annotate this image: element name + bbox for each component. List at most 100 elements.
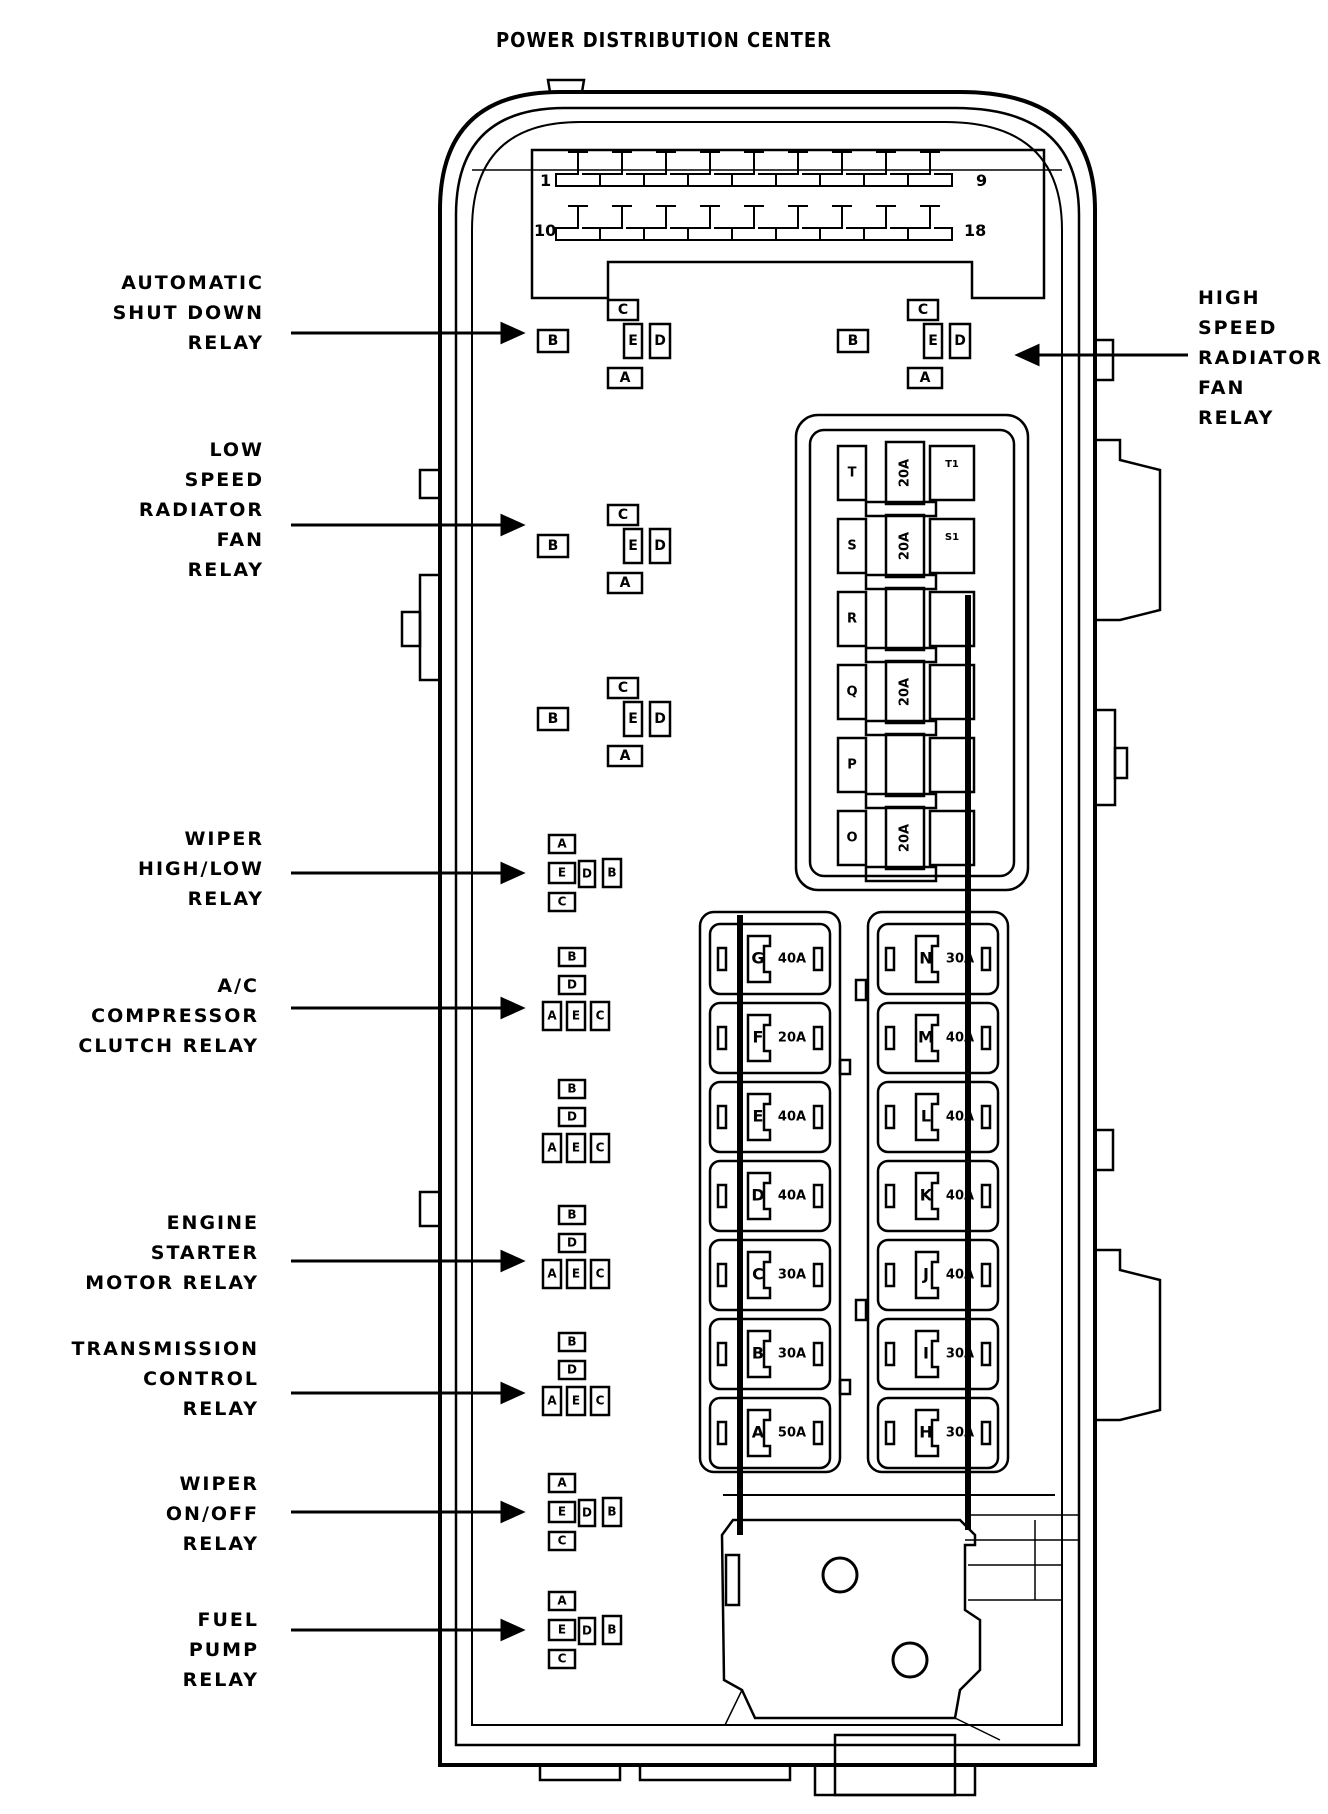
maxi-fuse-letter: N bbox=[919, 949, 932, 968]
relay-pin-e bbox=[565, 1132, 587, 1164]
maxi-fuse-rating: 40A bbox=[778, 1110, 806, 1125]
diagram-title: POWER DISTRIBUTION CENTER bbox=[495, 28, 833, 52]
relay-pin-c bbox=[589, 1258, 611, 1290]
relay-pin-b-label: B bbox=[607, 1505, 616, 1519]
maxi-fuse-clip bbox=[716, 1104, 728, 1130]
maxi-fuse-clip bbox=[812, 1104, 824, 1130]
maxi-fuse-cavity bbox=[876, 1317, 1000, 1391]
relay-pin-b bbox=[601, 1496, 623, 1528]
housing bbox=[400, 78, 1162, 1797]
mini-fuse-letter: S bbox=[847, 539, 856, 554]
relay-pin-a bbox=[541, 1000, 563, 1032]
mini-fuse-terminal bbox=[836, 444, 868, 502]
relay-pin-b-label: B bbox=[848, 333, 859, 349]
relay-pin-d-label: D bbox=[567, 1363, 577, 1377]
relay-pin-c-label: C bbox=[596, 1009, 605, 1023]
mini-fuse-rating: 20A bbox=[898, 678, 913, 706]
maxi-fuse-clip bbox=[716, 1262, 728, 1288]
relay-pin-a-label: A bbox=[920, 370, 931, 386]
maxi-fuse-slot: N 30A bbox=[876, 922, 1000, 996]
relay-pin-e-label: E bbox=[558, 1505, 566, 1519]
connector-pin bbox=[599, 151, 645, 187]
maxi-fuse-letter: H bbox=[919, 1423, 932, 1442]
mini-fuse-rating: 20A bbox=[898, 824, 913, 852]
maxi-fuse-cavity bbox=[876, 1159, 1000, 1233]
maxi-fuse-clip bbox=[812, 946, 824, 972]
relay-pin-a bbox=[547, 833, 577, 855]
maxi-fuse-letter: B bbox=[752, 1344, 764, 1363]
relay-pin-b-label: B bbox=[548, 711, 559, 727]
relay-pin-a-label: A bbox=[620, 748, 631, 764]
maxi-fuse-body bbox=[914, 1250, 940, 1300]
relay-pin-c bbox=[547, 1648, 577, 1670]
maxi-fuse-body bbox=[746, 1408, 772, 1458]
relay-pin-a bbox=[541, 1132, 563, 1164]
maxi-fuse-cavity bbox=[876, 1080, 1000, 1154]
connector-pin bbox=[819, 151, 865, 187]
relay-pin-d-label: D bbox=[654, 538, 666, 554]
maxi-fuse-clip bbox=[812, 1183, 824, 1209]
maxi-fuse-cavity bbox=[708, 1001, 832, 1075]
relay-pin-e-label: E bbox=[572, 1009, 580, 1023]
maxi-fuse-clip bbox=[812, 1341, 824, 1367]
label-fuel-pump-relay: FUEL PUMP RELAY bbox=[182, 1609, 259, 1691]
relay-pin-a bbox=[547, 1590, 577, 1612]
relay-pin-d bbox=[557, 1232, 587, 1254]
connector-pin bbox=[775, 151, 821, 187]
label-ac-compressor-clutch-relay: A/C COMPRESSOR CLUTCH RELAY bbox=[78, 975, 259, 1057]
maxi-fuse-clip bbox=[980, 1183, 992, 1209]
relay-pin-d-label: D bbox=[582, 1506, 592, 1520]
mini-fuse-link bbox=[864, 865, 938, 883]
maxi-fuse-body bbox=[746, 1013, 772, 1063]
relay-pin-e bbox=[565, 1000, 587, 1032]
mini-fuse-body bbox=[884, 513, 926, 579]
mini-fuse-terminal bbox=[836, 663, 868, 721]
relay-pin-a-label: A bbox=[547, 1009, 557, 1023]
relay-pin-d bbox=[557, 1106, 587, 1128]
relay-pin-d-label: D bbox=[954, 333, 966, 349]
maxi-fuse-cavity bbox=[708, 1238, 832, 1312]
relay-pin-e bbox=[547, 861, 577, 885]
relay-pin-b bbox=[557, 1331, 587, 1353]
label-asd-relay: AUTOMATIC SHUT DOWN RELAY bbox=[112, 272, 264, 354]
relay-pin-a bbox=[906, 366, 944, 390]
maxi-fuse-letter: K bbox=[920, 1186, 933, 1205]
maxi-fuse-clip bbox=[884, 1183, 896, 1209]
relay-pin-a-label: A bbox=[557, 837, 567, 851]
maxi-fuse-body bbox=[914, 934, 940, 984]
relay-pin-c bbox=[606, 298, 640, 322]
mini-fuse-rating: 20A bbox=[898, 532, 913, 560]
mini-fuse-letter: T bbox=[848, 466, 857, 481]
relay-pin-a bbox=[606, 744, 644, 768]
maxi-fuse-letter: E bbox=[753, 1107, 764, 1126]
maxi-fuse-clip bbox=[884, 1262, 896, 1288]
maxi-fuse-rating: 40A bbox=[778, 1189, 806, 1204]
maxi-fuse-slot: E 40A bbox=[708, 1080, 832, 1154]
relay-pin-d bbox=[648, 700, 672, 738]
maxi-fuse-cavity bbox=[708, 1159, 832, 1233]
bottom-bracket bbox=[720, 1494, 1079, 1741]
mini-fuse-terminal bbox=[928, 517, 976, 575]
relay-pin-c bbox=[547, 1530, 577, 1552]
relay-pin-d-label: D bbox=[582, 1624, 592, 1638]
relay-pin-c-label: C bbox=[618, 507, 628, 523]
relay-pin-b-label: B bbox=[567, 1208, 576, 1222]
maxi-fuse-rating: 30A bbox=[946, 952, 974, 967]
connector-pin bbox=[643, 205, 689, 241]
relay-pin-c bbox=[589, 1385, 611, 1417]
maxi-fuse-cavity bbox=[876, 1396, 1000, 1470]
maxi-fuse-body bbox=[914, 1092, 940, 1142]
connector-pin bbox=[907, 151, 953, 187]
maxi-fuse-rating: 30A bbox=[946, 1426, 974, 1441]
